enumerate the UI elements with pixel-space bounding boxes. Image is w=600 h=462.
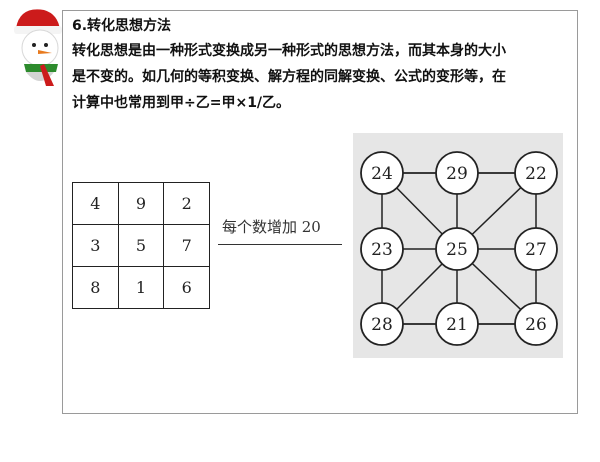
paragraph-line: 计算中也常用到甲÷乙=甲×1/乙。 xyxy=(72,95,291,111)
section-heading: 6.转化思想方法 xyxy=(72,18,172,34)
transform-label: 每个数增加 20 xyxy=(222,218,321,236)
graph-node xyxy=(435,151,479,195)
section-paragraph: 转化思想是由一种形式变换成另一种形式的思想方法，而其本身的大小 是不变的。如几何… xyxy=(72,38,572,116)
magic-square-grid: 4 9 2 3 5 7 8 1 6 xyxy=(72,182,210,309)
graph-node-label: 23 xyxy=(371,240,393,260)
graph-node xyxy=(514,302,558,346)
paragraph-line: 是不变的。如几何的等积变换、解方程的同解变换、公式的变形等，在 xyxy=(72,69,506,85)
grid-cell: 2 xyxy=(163,182,210,225)
grid-cell: 9 xyxy=(117,182,165,225)
graph-node-label: 28 xyxy=(371,315,393,335)
graph-node-label: 22 xyxy=(525,164,547,184)
number-graph-diagram: 24 29 22 23 25 27 28 21 26 xyxy=(353,133,563,358)
graph-node xyxy=(360,227,404,271)
grid-cell: 7 xyxy=(163,224,210,267)
graph-node xyxy=(435,302,479,346)
graph-node-label: 29 xyxy=(446,164,468,184)
graph-node xyxy=(514,151,558,195)
graph-node-label: 27 xyxy=(525,240,547,260)
grid-cell: 3 xyxy=(72,224,119,267)
graph-node-label: 25 xyxy=(446,240,468,260)
graph-node xyxy=(360,151,404,195)
paragraph-line: 转化思想是由一种形式变换成另一种形式的思想方法，而其本身的大小 xyxy=(72,43,506,59)
transform-line xyxy=(218,244,342,245)
grid-cell: 5 xyxy=(117,224,165,267)
grid-cell: 8 xyxy=(72,266,119,309)
grid-cell: 6 xyxy=(163,266,210,309)
graph-node xyxy=(360,302,404,346)
graph-node-label: 21 xyxy=(446,315,468,335)
grid-cell: 4 xyxy=(72,182,119,225)
graph-node xyxy=(435,227,479,271)
graph-node-label: 24 xyxy=(371,164,393,184)
snowman-mascot-icon xyxy=(14,9,62,86)
grid-cell: 1 xyxy=(117,266,165,309)
graph-node xyxy=(514,227,558,271)
graph-node-label: 26 xyxy=(525,315,547,335)
